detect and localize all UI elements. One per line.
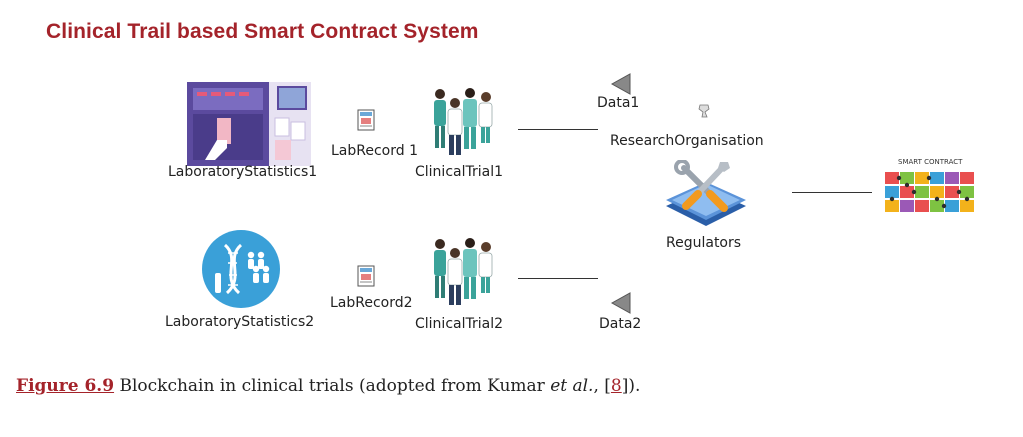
play-arrow-icon bbox=[610, 292, 631, 314]
lab-record-icon bbox=[357, 109, 375, 131]
dna-research-icon bbox=[202, 230, 280, 308]
connector-line bbox=[518, 129, 598, 130]
figure-label-link[interactable]: Figure 6.9 bbox=[16, 376, 115, 396]
reference-link[interactable]: 8 bbox=[610, 376, 622, 396]
data-2-label: Data2 bbox=[599, 316, 642, 332]
figure-caption: Figure 6.9 Blockchain in clinical trials… bbox=[16, 376, 640, 396]
smart-contract-puzzle-icon bbox=[885, 172, 974, 212]
lab-record-2-label: LabRecord2 bbox=[330, 295, 413, 311]
regulators-label: Regulators bbox=[666, 235, 742, 251]
lab-record-icon bbox=[357, 265, 375, 287]
caption-text: , [ bbox=[593, 376, 611, 396]
connector-line bbox=[518, 278, 598, 279]
caption-text: ]). bbox=[621, 376, 641, 396]
research-org-icon bbox=[698, 104, 710, 118]
doctors-group-icon bbox=[434, 88, 493, 155]
smart-contract-label: SMART CONTRACT bbox=[898, 158, 963, 166]
lab-stats-2-label: LaboratoryStatistics2 bbox=[165, 314, 315, 330]
play-arrow-icon bbox=[610, 73, 631, 95]
data-1-label: Data1 bbox=[597, 95, 640, 111]
diagram-title: Clinical Trail based Smart Contract Syst… bbox=[46, 20, 479, 43]
research-org-label: ResearchOrganisation bbox=[610, 133, 764, 149]
lab-stats-1-label: LaboratoryStatistics1 bbox=[168, 164, 318, 180]
laboratory-icon bbox=[187, 82, 311, 166]
caption-text: Blockchain in clinical trials (adopted f… bbox=[114, 376, 551, 396]
doctors-group-icon bbox=[434, 238, 493, 305]
caption-et-al: et al. bbox=[550, 376, 594, 396]
lab-record-1-label: LabRecord 1 bbox=[331, 143, 418, 159]
regulator-tools-icon bbox=[666, 160, 746, 226]
clinical-trial-2-label: ClinicalTrial2 bbox=[415, 316, 503, 332]
clinical-trial-1-label: ClinicalTrial1 bbox=[415, 164, 503, 180]
connector-line bbox=[792, 192, 872, 193]
